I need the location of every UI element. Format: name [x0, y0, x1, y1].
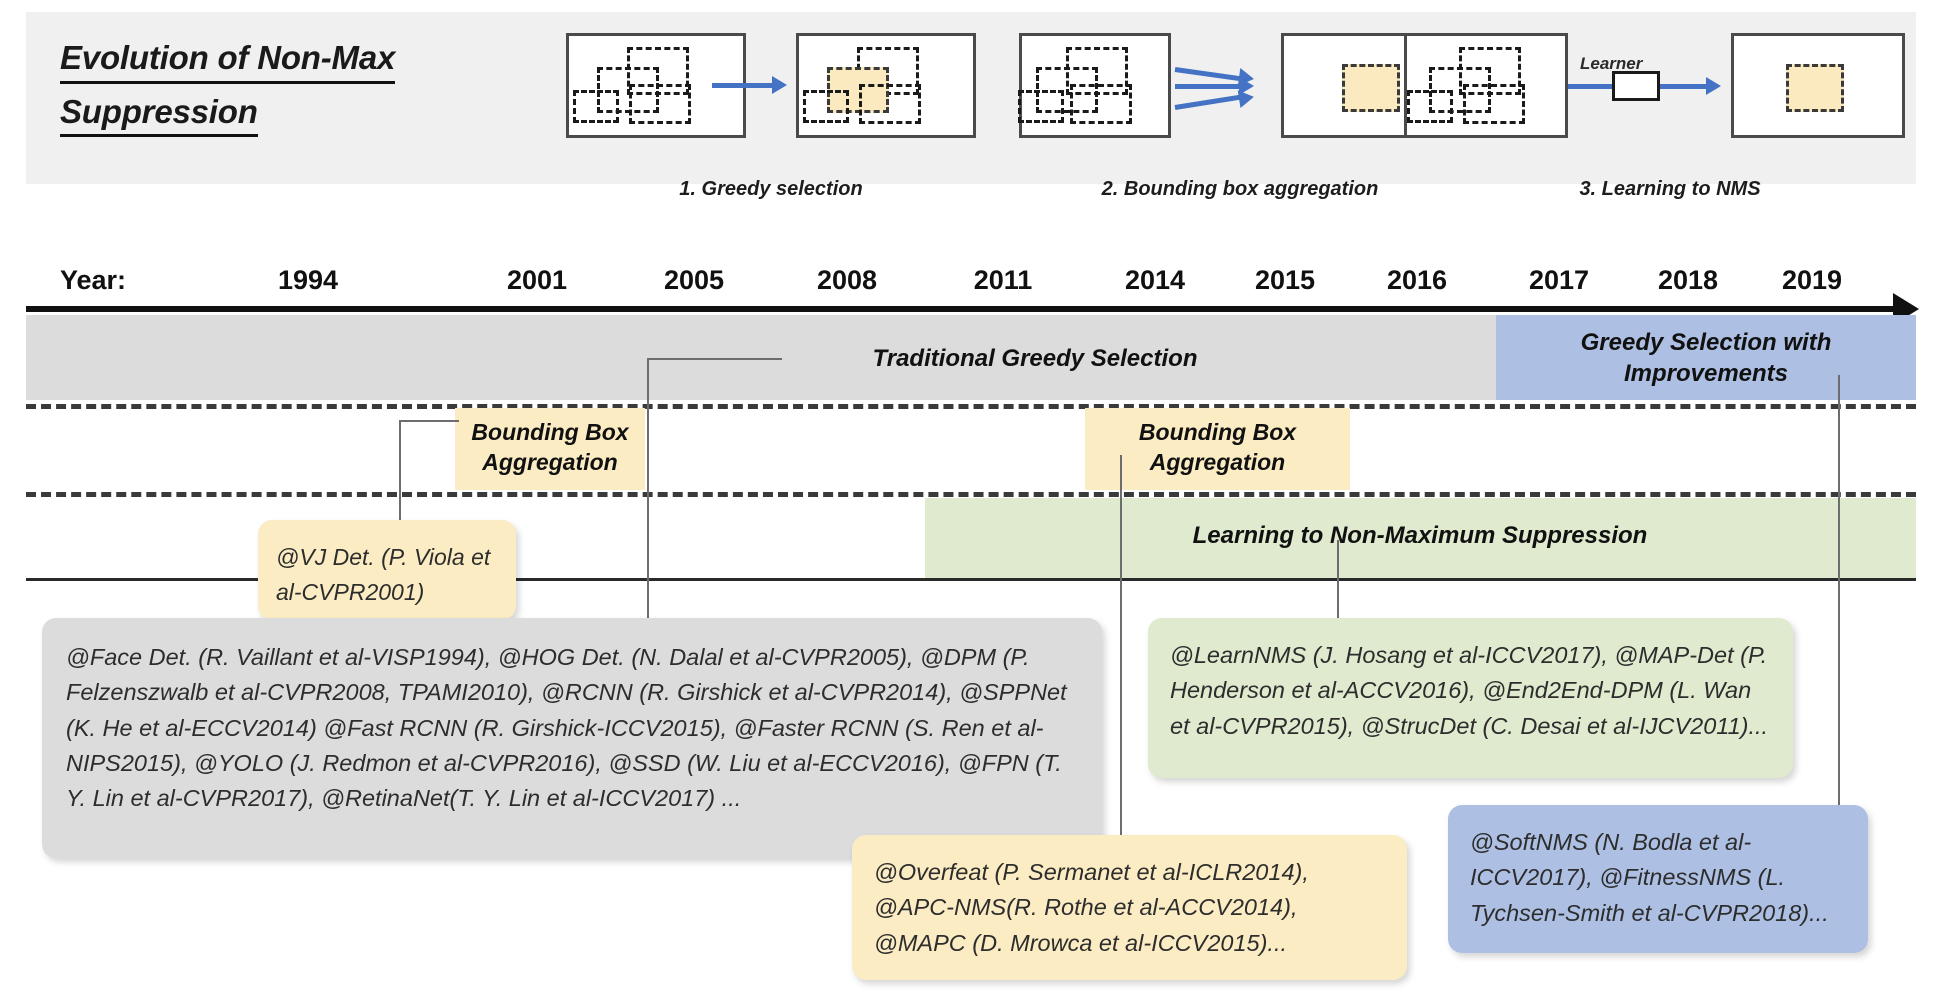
- year-tick-2011: 2011: [973, 265, 1033, 295]
- band-bba-late-label-line1: Bounding Box: [1138, 419, 1297, 445]
- learner-label: Learner: [1580, 54, 1643, 73]
- dashed-separator-top: [26, 404, 1916, 409]
- callout-card-aggregation: @Overfeat (P. Sermanet et al-ICLR2014), …: [852, 835, 1407, 980]
- aggregated-box: [1342, 64, 1400, 112]
- learner-module-box: [1612, 71, 1660, 101]
- band-bba-early-label-line2: Aggregation: [482, 448, 618, 475]
- leader-line-greedy: [647, 358, 649, 654]
- concept-1-arrow-head: [772, 76, 787, 94]
- band-bounding-box-aggregation-late: [1085, 408, 1350, 490]
- concept-3-arrow-out: [1660, 84, 1708, 89]
- candidate-box: [1070, 84, 1132, 124]
- band-learning-to-nms-label: Learning to Non-Maximum Suppression: [1192, 522, 1648, 549]
- band-bba-late-label-line2: Aggregation: [1149, 448, 1286, 475]
- page-title-line1: Evolution of Non-Max: [60, 36, 395, 84]
- band-bba-early-label-line1: Bounding Box: [471, 419, 629, 445]
- leader-line-vj: [399, 420, 401, 532]
- candidate-box: [629, 84, 691, 124]
- year-tick-2017: 2017: [1528, 265, 1590, 295]
- band-bba-late-label: Bounding Box Aggregation: [1080, 418, 1355, 478]
- concept-3-arrow-in: [1568, 84, 1612, 89]
- callout-card-vj-detector: @VJ Det. (P. Viola et al-CVPR2001): [258, 520, 516, 620]
- band-greedy-improvements-label-line2: Improvements: [1623, 359, 1789, 387]
- band-greedy-improvements: [1496, 315, 1916, 400]
- concept-2-caption: 2. Bounding box aggregation: [1101, 178, 1379, 200]
- concept-1-caption: 1. Greedy selection: [679, 178, 863, 200]
- page-title: Evolution of Non-Max Suppression: [60, 36, 530, 138]
- candidate-box: [859, 84, 921, 124]
- solid-separator: [26, 578, 1916, 581]
- dashed-separator-bottom: [26, 492, 1916, 497]
- year-axis-label: Year:: [60, 265, 127, 295]
- timeline-axis: [26, 306, 1896, 312]
- concept-3-caption: 3. Learning to NMS: [1579, 178, 1761, 200]
- concept-2-arrows: [1174, 33, 1275, 138]
- candidate-box: [1018, 90, 1064, 123]
- candidate-box: [1407, 90, 1453, 123]
- concept-1-output-box: [796, 33, 976, 138]
- page-title-line2: Suppression: [60, 90, 258, 138]
- callout-card-greedy-selection: @Face Det. (R. Vaillant et al-VISP1994),…: [42, 618, 1102, 858]
- leader-line-greedy-horizontal: [647, 358, 782, 360]
- concept-1-arrow: [712, 83, 774, 88]
- concept-3-output-box: [1731, 33, 1905, 138]
- band-greedy-improvements-label-line1: Greedy Selection with: [1580, 329, 1832, 356]
- callout-card-improvements: @SoftNMS (N. Bodla et al-ICCV2017), @Fit…: [1448, 805, 1868, 953]
- band-learning-to-nms: [925, 498, 1916, 578]
- leader-line-aggregation: [1120, 455, 1122, 855]
- callout-card-learning-nms: @LearnNMS (J. Hosang et al-ICCV2017), @M…: [1148, 618, 1793, 778]
- band-traditional-greedy: [26, 315, 1496, 400]
- leader-line-learning: [1337, 540, 1339, 630]
- leader-line-vj-horizontal: [399, 420, 459, 422]
- year-tick-1994: 1994: [277, 265, 339, 295]
- concept-3-arrow-head: [1706, 77, 1721, 95]
- candidate-box: [573, 90, 619, 123]
- year-tick-2018: 2018: [1657, 265, 1719, 295]
- year-tick-2015: 2015: [1254, 265, 1316, 295]
- year-tick-2019: 2019: [1781, 265, 1843, 295]
- band-bounding-box-aggregation-early: [455, 408, 645, 490]
- year-tick-2005: 2005: [663, 265, 725, 295]
- band-traditional-greedy-label: Traditional Greedy Selection: [872, 345, 1198, 372]
- leader-line-improvements: [1838, 375, 1840, 827]
- candidate-box: [803, 90, 849, 123]
- concept-2-input-box: [1018, 33, 1171, 138]
- band-greedy-improvements-label: Greedy Selection with Improvements: [1536, 328, 1876, 389]
- year-tick-2001: 2001: [506, 265, 568, 295]
- year-tick-2016: 2016: [1386, 265, 1448, 295]
- candidate-box: [1463, 84, 1525, 124]
- band-bba-early-label: Bounding Box Aggregation: [440, 418, 660, 478]
- year-tick-2008: 2008: [816, 265, 878, 295]
- final-box: [1786, 64, 1844, 112]
- concept-3-input-box: [1404, 33, 1568, 138]
- year-tick-2014: 2014: [1124, 265, 1186, 295]
